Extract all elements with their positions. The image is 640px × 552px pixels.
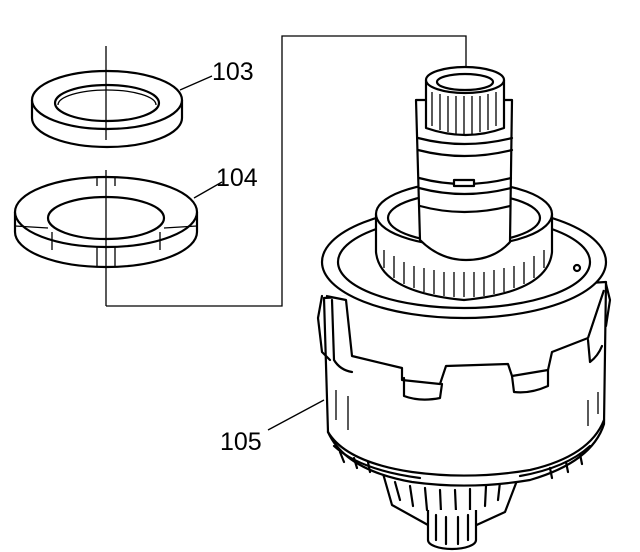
carrier-assembly-105	[316, 65, 612, 551]
callout-104: 104	[193, 164, 258, 199]
thrust-washer-103	[30, 69, 184, 149]
assembly-bracket	[105, 35, 467, 307]
callout-103: 103	[179, 58, 254, 91]
callout-label-104: 104	[216, 164, 258, 192]
callout-label-105: 105	[220, 428, 262, 456]
callout-label-103: 103	[212, 58, 254, 86]
callout-105: 105	[220, 399, 325, 456]
